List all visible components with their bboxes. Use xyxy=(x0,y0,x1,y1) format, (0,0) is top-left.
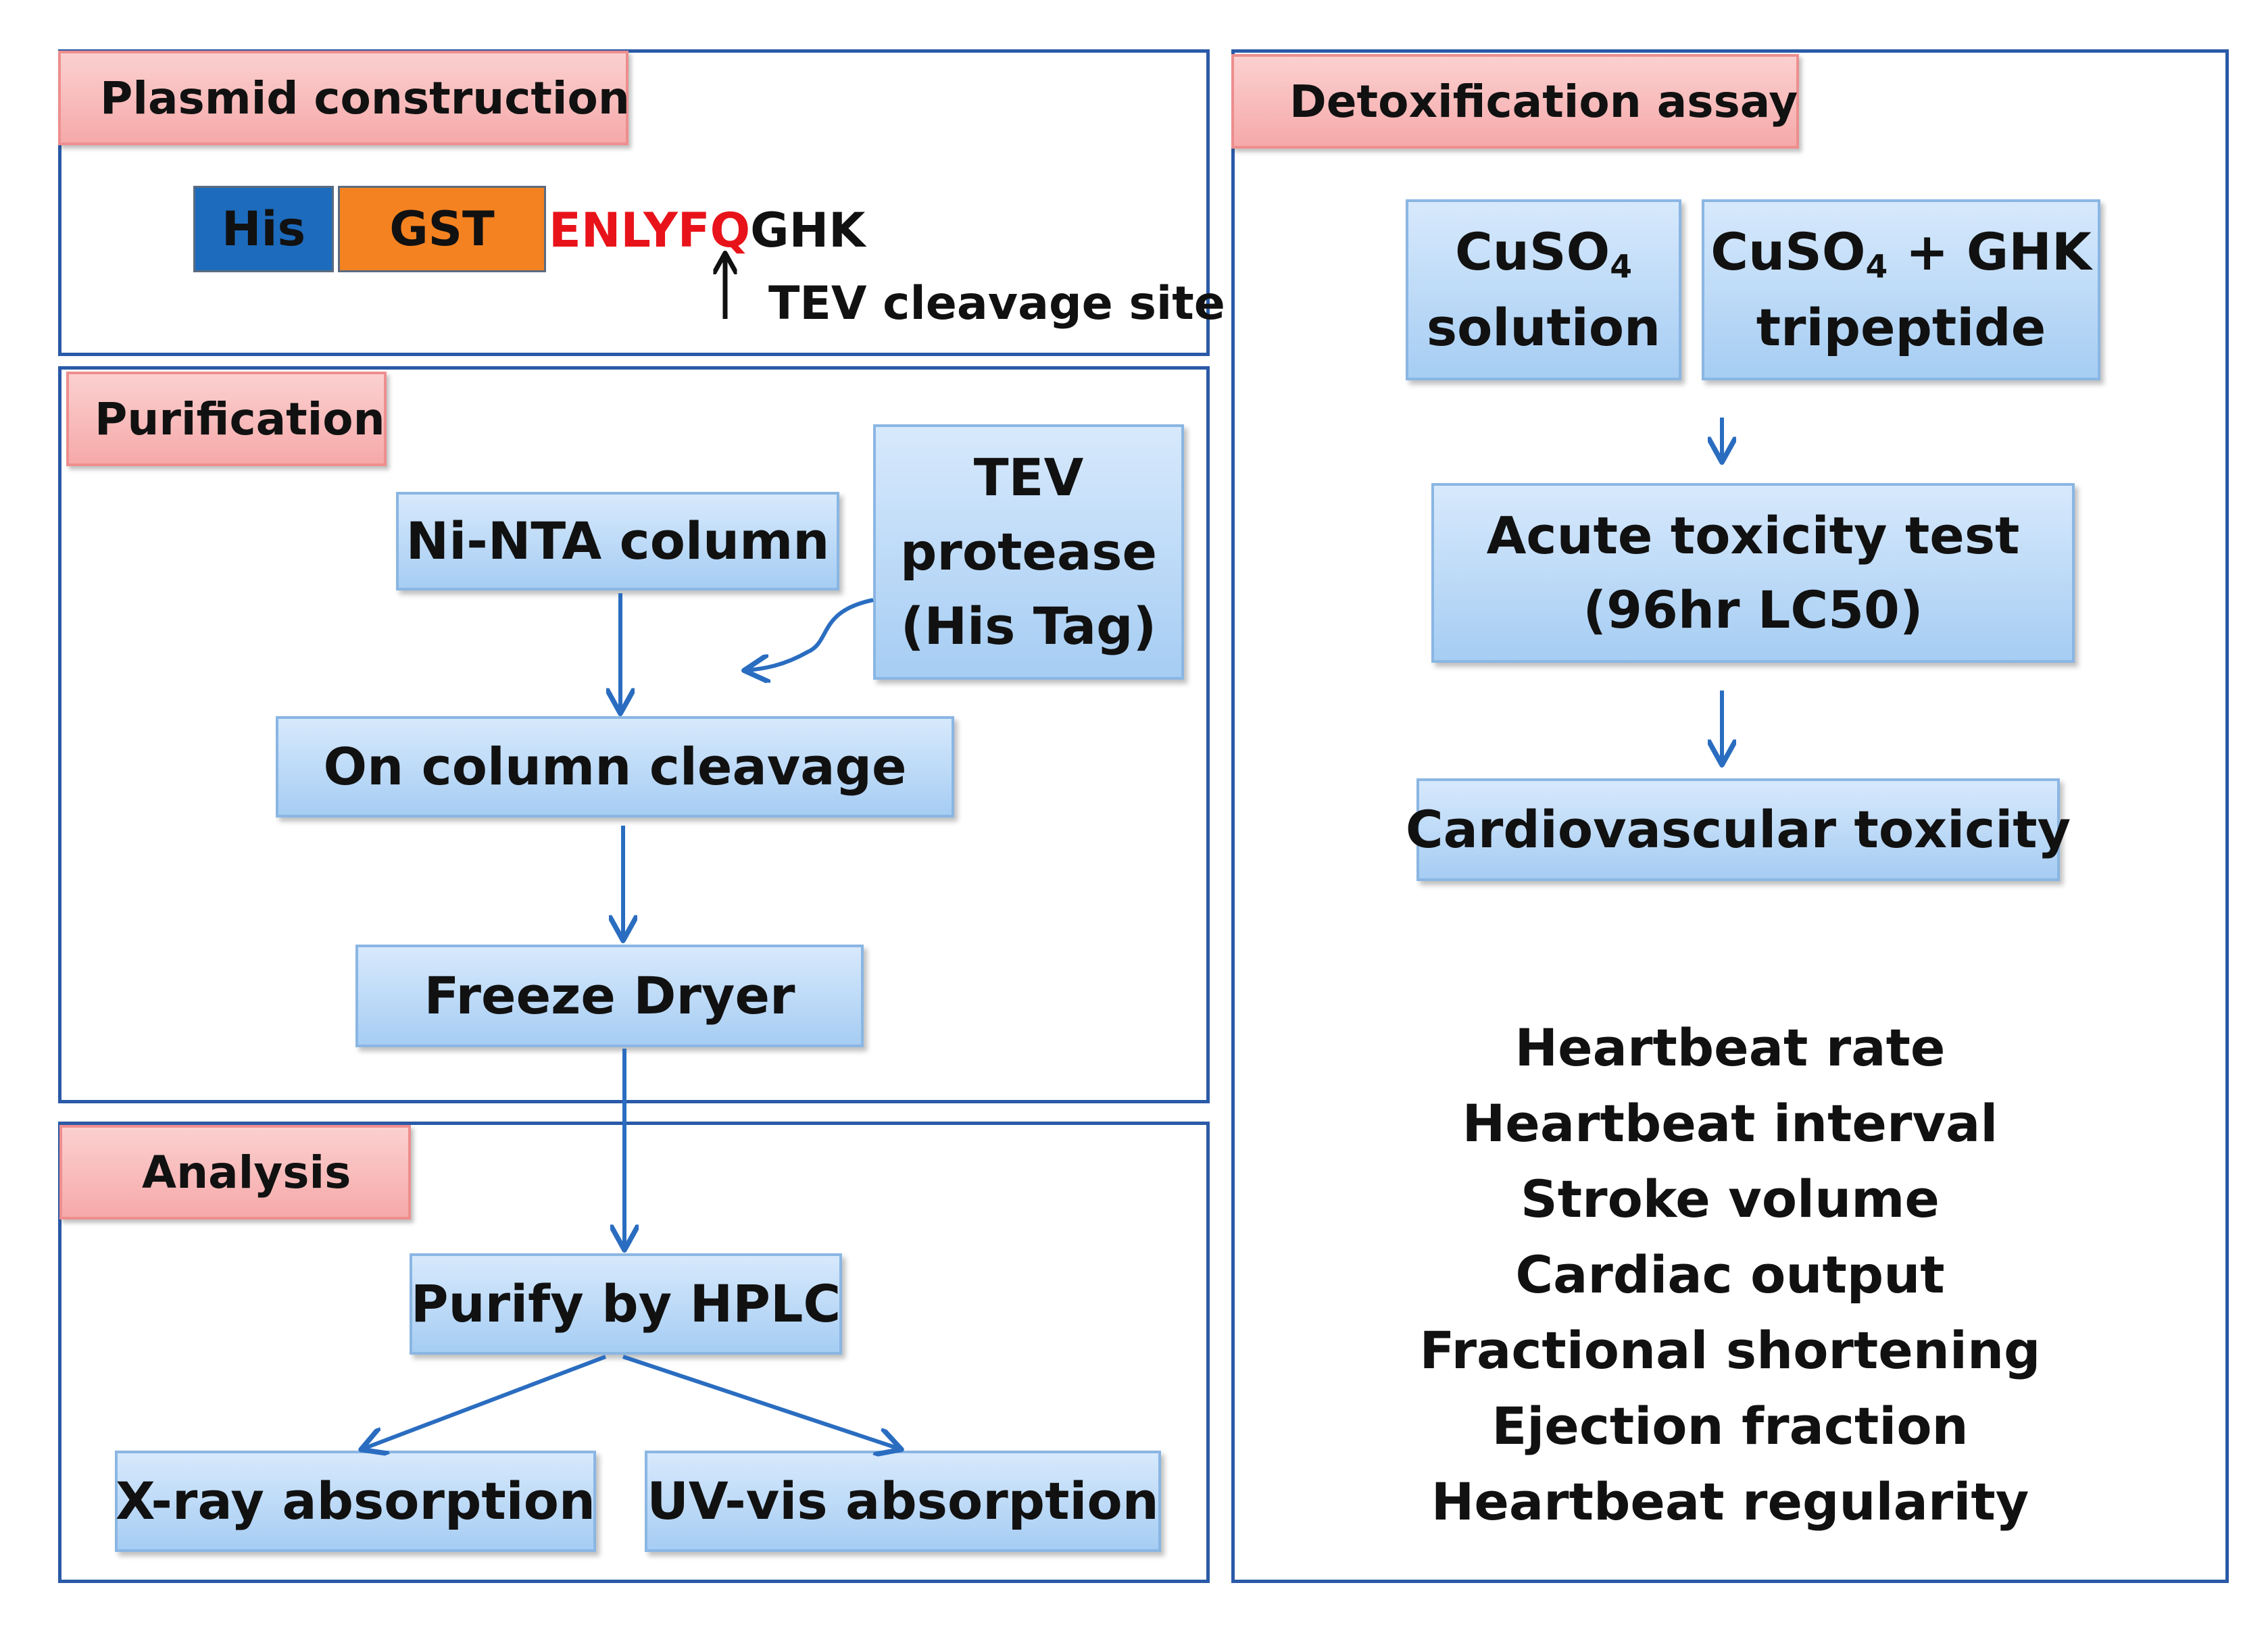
ni-nta-column-box: Ni-NTA column xyxy=(396,492,839,591)
purification-tag: Purification xyxy=(66,372,387,466)
ni-nta-column-label: Ni-NTA column xyxy=(405,510,830,571)
cuso4-subscript: 4 xyxy=(1610,248,1632,286)
cuso4-ghk-line1: CuSO4 + GHK xyxy=(1710,215,2092,291)
tev-recognition-sequence: ENLYFQ xyxy=(549,203,751,258)
metric-item: Heartbeat rate xyxy=(1514,1018,1946,1078)
analysis-tag: Analysis xyxy=(59,1125,411,1220)
tev-sequence: ENLYFQGHK xyxy=(549,203,865,258)
plasmid-construction-tag: Plasmid construction xyxy=(58,51,630,145)
cardiac-metrics-list: Heartbeat rate Heartbeat interval Stroke… xyxy=(1237,1010,2223,1540)
tev-protease-line2: protease xyxy=(899,521,1158,582)
metric-item: Fractional shortening xyxy=(1419,1320,2041,1380)
arrow-hplc-to-xray xyxy=(364,1355,607,1449)
detoxification-assay-tag: Detoxification assay xyxy=(1231,54,1799,149)
on-column-cleavage-box: On column cleavage xyxy=(276,716,954,818)
freeze-dryer-box: Freeze Dryer xyxy=(355,945,864,1047)
freeze-dryer-label: Freeze Dryer xyxy=(424,965,795,1026)
xray-absorption-label: X-ray absorption xyxy=(115,1470,596,1531)
tev-protease-line1: TEV xyxy=(973,447,1084,507)
cuso4-line2: solution xyxy=(1426,297,1661,357)
acute-toxicity-box: Acute toxicity test (96hr LC50) xyxy=(1431,483,2075,663)
cuso4-ghk-subscript: 4 xyxy=(1865,248,1888,286)
metric-item: Stroke volume xyxy=(1521,1169,1940,1229)
uvvis-absorption-label: UV-vis absorption xyxy=(647,1470,1159,1531)
tev-protease-box: TEV protease (His Tag) xyxy=(873,424,1184,680)
his-segment: His xyxy=(193,186,334,272)
acute-toxicity-line1: Acute toxicity test xyxy=(1486,505,2020,566)
cuso4-ghk-suffix: + GHK xyxy=(1888,221,2092,282)
cuso4-ghk-formula: CuSO xyxy=(1710,221,1866,282)
gst-segment: GST xyxy=(338,186,546,272)
arrow-tev-to-flow xyxy=(747,598,874,670)
metric-item: Heartbeat interval xyxy=(1462,1093,1998,1153)
on-column-cleavage-label: On column cleavage xyxy=(323,736,907,797)
purify-by-hplc-box: Purify by HPLC xyxy=(410,1253,842,1355)
cuso4-line1: CuSO4 xyxy=(1455,215,1632,291)
acute-toxicity-line2: (96hr LC50) xyxy=(1583,580,1923,640)
ghk-sequence: GHK xyxy=(750,203,866,258)
metric-item: Cardiac output xyxy=(1515,1245,1945,1305)
cuso4-formula: CuSO xyxy=(1454,221,1610,282)
metric-item: Ejection fraction xyxy=(1492,1396,1969,1456)
tev-cleavage-site-label: TEV cleavage site xyxy=(768,277,1225,330)
metric-item: Heartbeat regularity xyxy=(1431,1472,2029,1532)
cardiovascular-toxicity-label: Cardiovascular toxicity xyxy=(1405,799,2071,859)
purify-by-hplc-label: Purify by HPLC xyxy=(410,1273,841,1334)
cardiovascular-toxicity-box: Cardiovascular toxicity xyxy=(1406,778,2071,881)
cuso4-ghk-box: CuSO4 + GHK tripeptide xyxy=(1702,199,2100,380)
tev-protease-line3: (His Tag) xyxy=(900,596,1157,657)
xray-absorption-box: X-ray absorption xyxy=(115,1451,596,1552)
arrow-hplc-to-uvvis xyxy=(622,1355,899,1449)
cuso4-solution-box: CuSO4 solution xyxy=(1406,199,1681,380)
cuso4-ghk-line2: tripeptide xyxy=(1756,297,2046,357)
